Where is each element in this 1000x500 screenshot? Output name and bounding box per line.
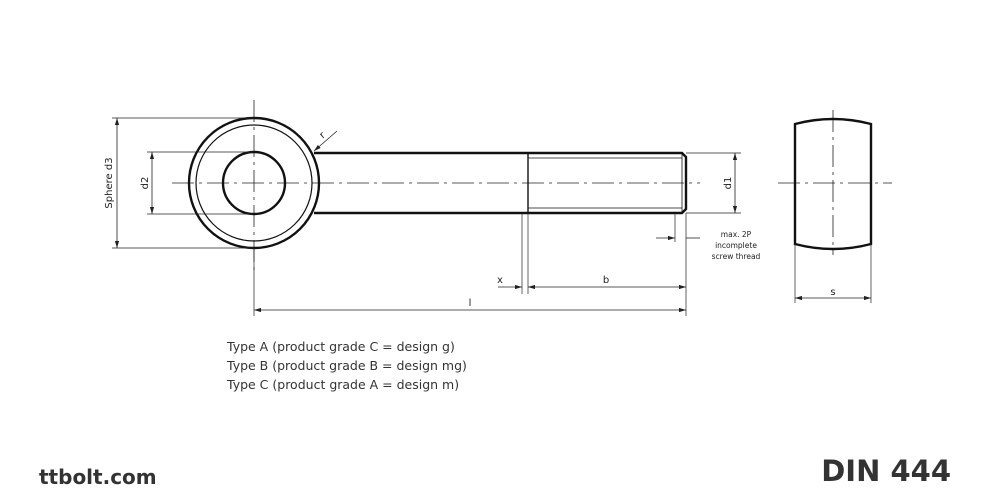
label-sphere-d3: Sphere d3 [104,157,115,208]
type-a-line: Type A (product grade C = design g) [227,339,455,354]
dimension-lines [114,118,871,313]
eye-inner-ring [195,124,313,242]
label-r: r [318,129,329,141]
standard-code: DIN 444 [821,454,951,488]
thread-note-line-3: screw thread [712,252,761,261]
extension-lines [112,117,872,316]
type-b-line: Type B (product grade B = design mg) [227,358,467,373]
thread-outline [528,151,688,215]
site-name: ttbolt.com [39,465,157,489]
center-lines [172,100,892,270]
label-d1: d1 [723,177,734,190]
type-list: Type A (product grade C = design g) Type… [227,337,467,394]
type-c-line: Type C (product grade A = design m) [227,377,460,392]
thread-note-line-1: max. 2P [721,230,752,239]
label-l: l [469,298,472,309]
label-x: x [497,275,503,286]
shank-body [314,151,528,215]
label-s: s [830,287,835,298]
thread-note-line-2: incomplete [715,241,757,250]
label-b: b [603,275,609,286]
label-d2: d2 [140,177,151,190]
dim-r-leader [313,130,338,152]
